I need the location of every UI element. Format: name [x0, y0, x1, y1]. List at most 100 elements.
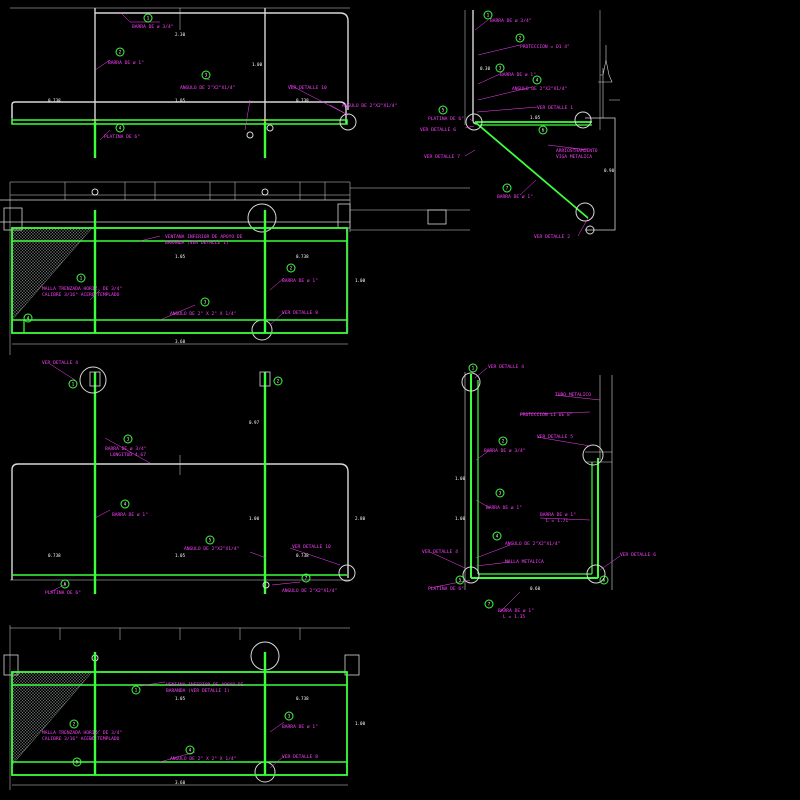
balloon: 3 [495, 488, 505, 498]
dim-v5-w: 0.60 [530, 586, 541, 591]
label-ver-detalle-8-v6: VER DETALLE 8 [282, 754, 318, 760]
dim-2: 1.05 [175, 98, 186, 103]
dim-v3-c: 0.90 [604, 168, 615, 173]
label-barra-1-v5c: BARRA DE ø 1" [498, 608, 534, 614]
balloon: 6 [599, 575, 609, 585]
label-barra-1: BARRA DE ø 1" [108, 60, 144, 66]
dim-v4-1: 0.738 [48, 553, 61, 558]
svg-text:2: 2 [502, 439, 505, 444]
label-malla-2-v6: CALIBRE 3/16" ACERO TEMPLADO [42, 736, 120, 742]
label-angulo: ANGULO DE 2"X2"X1/4" [180, 85, 235, 91]
label-ver-detalle-4-v5: VER DETALLE 4 [488, 364, 524, 370]
label-arriostre-2: VIGA METALICA [556, 154, 592, 160]
label-malla-2: CALIBRE 3/16" ACERO TEMPLADO [42, 292, 120, 298]
svg-text:2: 2 [73, 722, 76, 727]
balloon: 4 [532, 75, 542, 85]
svg-text:5: 5 [459, 578, 462, 583]
dim-v6-a: 1.05 [175, 696, 186, 701]
label-angulo-v6: ANGULO DE 2" X 2" X 1/4" [170, 756, 236, 762]
view-2-plan: VENTANA INFERIOR DE APOYO DE BARANDA (VE… [0, 181, 470, 355]
label-barra-1-v6: BARRA DE ø 1" [282, 724, 318, 730]
label-ver-detalle-5: VER DETALLE 5 [537, 434, 573, 440]
label-longitud: LONGITUD 4.67 [110, 452, 146, 458]
label-malla-v6: MALLA TRENZADA HORIZ. DE 3/4" [42, 730, 122, 736]
label-malla: MALLA TRENZADA HORIZ. DE 3/4" [42, 286, 122, 292]
reference-balloons: 1 2 3 4 1 2 3 4 5 6 7 1 2 3 4 1 2 3 4 5 … [23, 10, 609, 767]
svg-text:7: 7 [305, 576, 308, 581]
dim-3: 0.738 [296, 98, 309, 103]
dim-1: 0.738 [48, 98, 61, 103]
label-ver-detalle-7: VER DETALLE 7 [424, 154, 460, 160]
label-longitud-v5: L = 1.71 [546, 518, 568, 524]
label-barra-34-v3: BARRA DE ø 3/4" [490, 18, 532, 24]
label-ver-detalle-2: VER DETALLE 2 [534, 234, 570, 240]
svg-text:2: 2 [290, 266, 293, 271]
view-4-elevation: VER DETALLE 4 BARRA DE ø 3/4" LONGITUD 4… [10, 360, 366, 596]
dim-v6-b: 0.738 [296, 696, 309, 701]
label-platina-v3: PLATINA DE 6" [428, 116, 464, 122]
label-barra-1-v3b: BARRA DE ø 1" [497, 194, 533, 200]
svg-text:4: 4 [189, 748, 192, 753]
label-barra-1-v4: BARRA DE ø 1" [112, 512, 148, 518]
dim-v3-b: 1.05 [530, 115, 541, 120]
label-barra-1-v2: BARRA DE ø 1" [282, 278, 318, 284]
svg-text:3: 3 [499, 66, 502, 71]
label-barra-1-v5b: BARRA DE ø 1" [540, 512, 576, 518]
label-angulo-v2: ANGULO DE 2" X 2" X 1/4" [170, 311, 236, 317]
svg-text:5: 5 [76, 760, 79, 765]
dim-v5-h2: 1.00 [455, 516, 466, 521]
svg-text:3: 3 [499, 491, 502, 496]
balloon: 5 [455, 575, 465, 585]
label-ventana-2: BARANDA (VER DETALLE 1) [165, 240, 229, 246]
dim-v4-3: 0.738 [296, 553, 309, 558]
svg-text:5: 5 [442, 108, 445, 113]
label-ver-detalle-8: VER DETALLE 8 [282, 310, 318, 316]
dim-v4-2: 1.05 [175, 553, 186, 558]
svg-text:2: 2 [277, 379, 280, 384]
dim-h-v2: 1.00 [355, 278, 366, 283]
label-arriostre: ARRIOSTRAMIENTO [556, 148, 598, 154]
label-ver-detalle-4: VER DETALLE 4 [42, 360, 78, 366]
label-longitud-v5b: L = 1.35 [503, 614, 525, 620]
label-ver-detalle-10: VER DETALLE 10 [288, 85, 327, 91]
balloon: 4 [492, 531, 502, 541]
label-barra-1-v5: BARRA DE ø 1" [486, 505, 522, 511]
dim-v6-h: 1.00 [355, 721, 366, 726]
label-ventana: VENTANA INFERIOR DE APOYO DE [165, 234, 243, 240]
label-platina-v4: PLATINA DE 6" [45, 590, 81, 596]
svg-text:5: 5 [209, 538, 212, 543]
balloon: 3 [200, 297, 210, 307]
svg-text:1: 1 [487, 13, 490, 18]
dim-v4-h1: 0.97 [249, 420, 260, 425]
label-platina: PLATINA DE 6" [104, 134, 140, 140]
svg-text:7: 7 [488, 602, 491, 607]
label-angulo-v3: ANGULO DE 2"X2"X1/4" [512, 86, 567, 92]
balloon: 3 [123, 434, 133, 444]
label-angulo-b: ANGULO DE 2"X2"X1/4" [342, 103, 397, 109]
label-ver-detalle-6: VER DETALLE 6 [420, 127, 456, 133]
svg-text:1: 1 [472, 366, 475, 371]
label-angulo-v5: ANGULO DE 2"X2"X1/4" [505, 541, 560, 547]
balloon: 5 [205, 535, 215, 545]
view-6-plan: VENTANA INFERIOR DE APOYO DE BARANDA (VE… [3, 625, 366, 790]
label-proteccion-v5: PROTECCION LI DE 8" [520, 412, 573, 418]
balloon: 1 [131, 685, 141, 695]
label-barra-1-v3: BARRA DE ø 1" [500, 72, 536, 78]
view-3-section: BARRA DE ø 3/4" PROTECCION = D1 4" BARRA… [420, 10, 620, 240]
balloon: 2 [69, 719, 79, 729]
label-ventana-v6: VENTANA INFERIOR DE APOYO DE [166, 682, 244, 688]
dim-v6-total: 3.60 [175, 780, 186, 785]
svg-text:2: 2 [519, 36, 522, 41]
dim-v4-h3: 2.80 [355, 516, 366, 521]
svg-text:4: 4 [119, 126, 122, 131]
svg-text:7: 7 [506, 186, 509, 191]
svg-text:4: 4 [536, 78, 539, 83]
balloon: 7 [484, 599, 494, 609]
svg-text:1: 1 [147, 16, 150, 21]
svg-text:3: 3 [205, 73, 208, 78]
label-tubo: TUBO METALICO [555, 392, 591, 398]
svg-text:3: 3 [288, 714, 291, 719]
label-barra-34-v5: BARRA DE ø 3/4" [484, 448, 526, 454]
balloon: 1 [483, 10, 493, 20]
